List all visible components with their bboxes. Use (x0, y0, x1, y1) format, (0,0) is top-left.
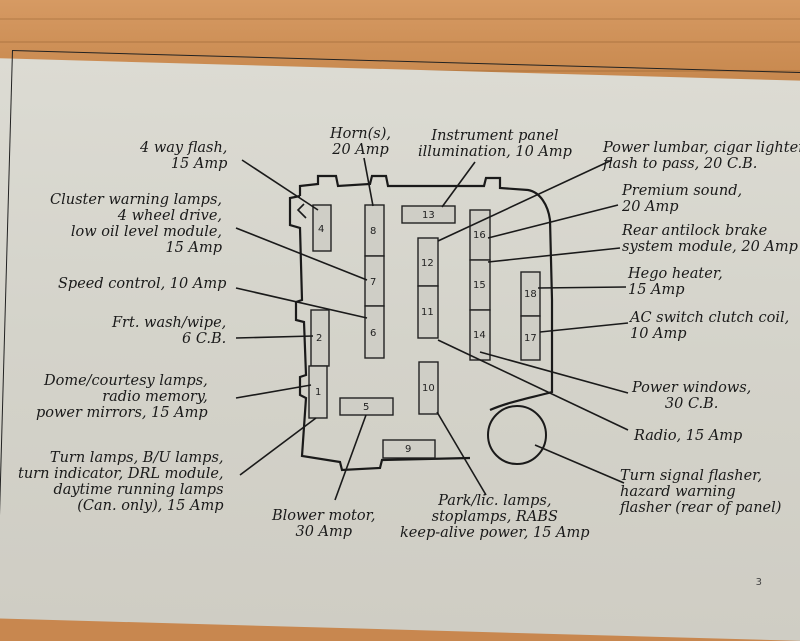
label-dome-courtesy: Dome/courtesy lamps,radio memory,power m… (36, 373, 208, 421)
fuse-13 (401, 205, 456, 224)
fuse-num-1: 1 (315, 387, 321, 398)
fuse-num-15: 15 (473, 280, 486, 291)
label-speed-control: Speed control, 10 Amp (58, 276, 227, 292)
fuse-num-12: 12 (421, 258, 434, 269)
fuse-num-16: 16 (473, 230, 486, 241)
turn-signal-flasher-circle (487, 405, 547, 465)
label-frt-wash: Frt. wash/wipe,6 C.B. (112, 315, 227, 347)
fuse-panel-diagram: 4 8 7 6 2 1 13 12 11 10 5 9 16 15 14 18 … (235, 157, 629, 501)
fuse-num-18: 18 (524, 289, 537, 300)
corner-fragment: 3 (755, 577, 762, 588)
fuse-5 (339, 397, 394, 416)
fuse-num-8: 8 (370, 226, 376, 237)
fuse-4 (312, 204, 332, 252)
panel-outline (288, 174, 554, 472)
fuse-num-9: 9 (405, 444, 411, 455)
label-hego-heater: Hego heater,15 Amp (628, 266, 723, 298)
label-4-way-flash: 4 way flash,15 Amp (140, 140, 228, 172)
label-power-windows: Power windows,30 C.B. (632, 380, 752, 412)
fuse-num-2: 2 (316, 333, 322, 344)
fuse-num-13: 13 (422, 210, 435, 221)
label-ac-switch: AC switch clutch coil,10 Amp (630, 310, 790, 342)
fuse-num-17: 17 (524, 333, 537, 344)
fuse-num-10: 10 (422, 383, 435, 394)
fuse-num-5: 5 (363, 402, 369, 413)
fuse-1 (308, 365, 328, 419)
fuse-10 (418, 361, 439, 415)
leader-lines (235, 157, 629, 501)
fuse-num-4: 4 (318, 224, 324, 235)
fuse-num-6: 6 (370, 328, 376, 339)
label-turn-lamps: Turn lamps, B/U lamps,turn indicator, DR… (18, 450, 224, 514)
fuse-17 (520, 315, 541, 361)
label-cluster-warning: Cluster warning lamps,4 wheel drive,low … (50, 192, 223, 256)
label-power-lumbar: Power lumbar, cigar lighter,flash to pas… (603, 140, 800, 172)
fuse-9 (382, 439, 436, 459)
fuse-11 (417, 285, 439, 339)
fuse-num-14: 14 (473, 330, 486, 341)
fuse-6 (364, 305, 385, 359)
label-horn: Horn(s),20 Amp (330, 126, 392, 158)
label-radio: Radio, 15 Amp (634, 428, 743, 444)
fuse-num-11: 11 (421, 307, 434, 318)
label-blower-motor: Blower motor,30 Amp (272, 508, 376, 540)
fuse-num-7: 7 (370, 277, 376, 288)
label-premium-sound: Premium sound,20 Amp (622, 183, 743, 215)
